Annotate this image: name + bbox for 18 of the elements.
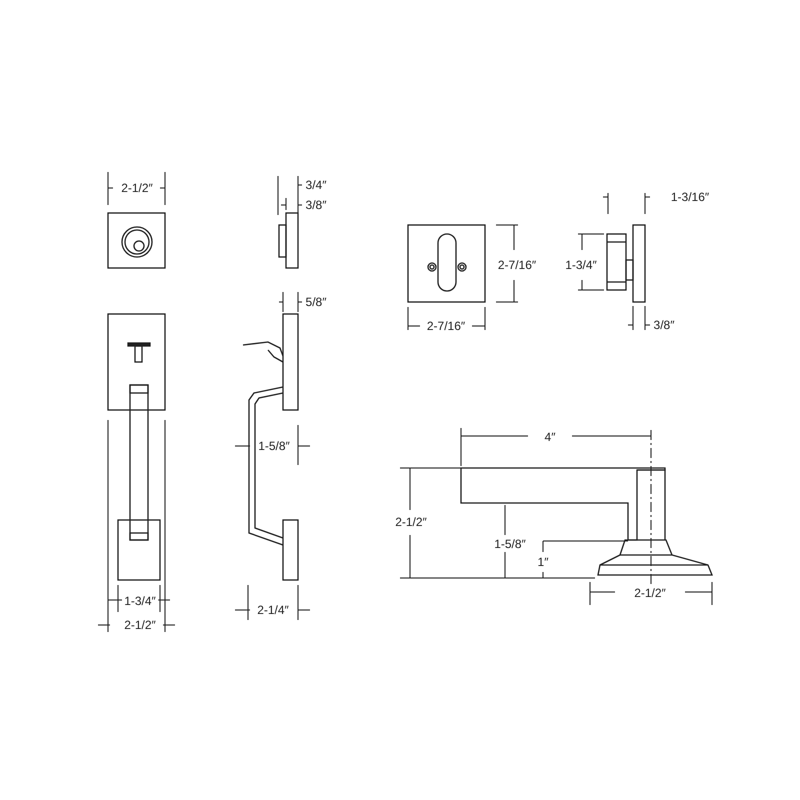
dimension-label: 3/8″ <box>304 198 328 212</box>
dimension-label: 1-5/8″ <box>492 537 528 551</box>
dimension-label: 3/4″ <box>304 178 328 192</box>
dimension-label: 2-1/2″ <box>119 181 155 195</box>
dimension-label: 2-1/2″ <box>122 618 158 632</box>
dimension-label: 5/8″ <box>304 295 328 309</box>
dimension-label: 1-3/4″ <box>563 258 599 272</box>
dimension-label: 2-1/2″ <box>632 586 668 600</box>
dimension-label: 2-7/16″ <box>496 258 538 272</box>
dimension-label: 1″ <box>536 555 550 569</box>
dimension-label: 1-5/8″ <box>256 439 292 453</box>
dimension-label: 1-3/16″ <box>668 190 712 204</box>
dimension-label: 2-7/16″ <box>424 319 468 333</box>
dimension-label: 2-1/2″ <box>393 515 429 529</box>
dimension-label: 1-3/4″ <box>122 594 158 608</box>
dimension-label: 2-1/4″ <box>255 603 291 617</box>
dimension-label: 4″ <box>542 430 558 444</box>
dimension-label: 3/8″ <box>652 318 676 332</box>
